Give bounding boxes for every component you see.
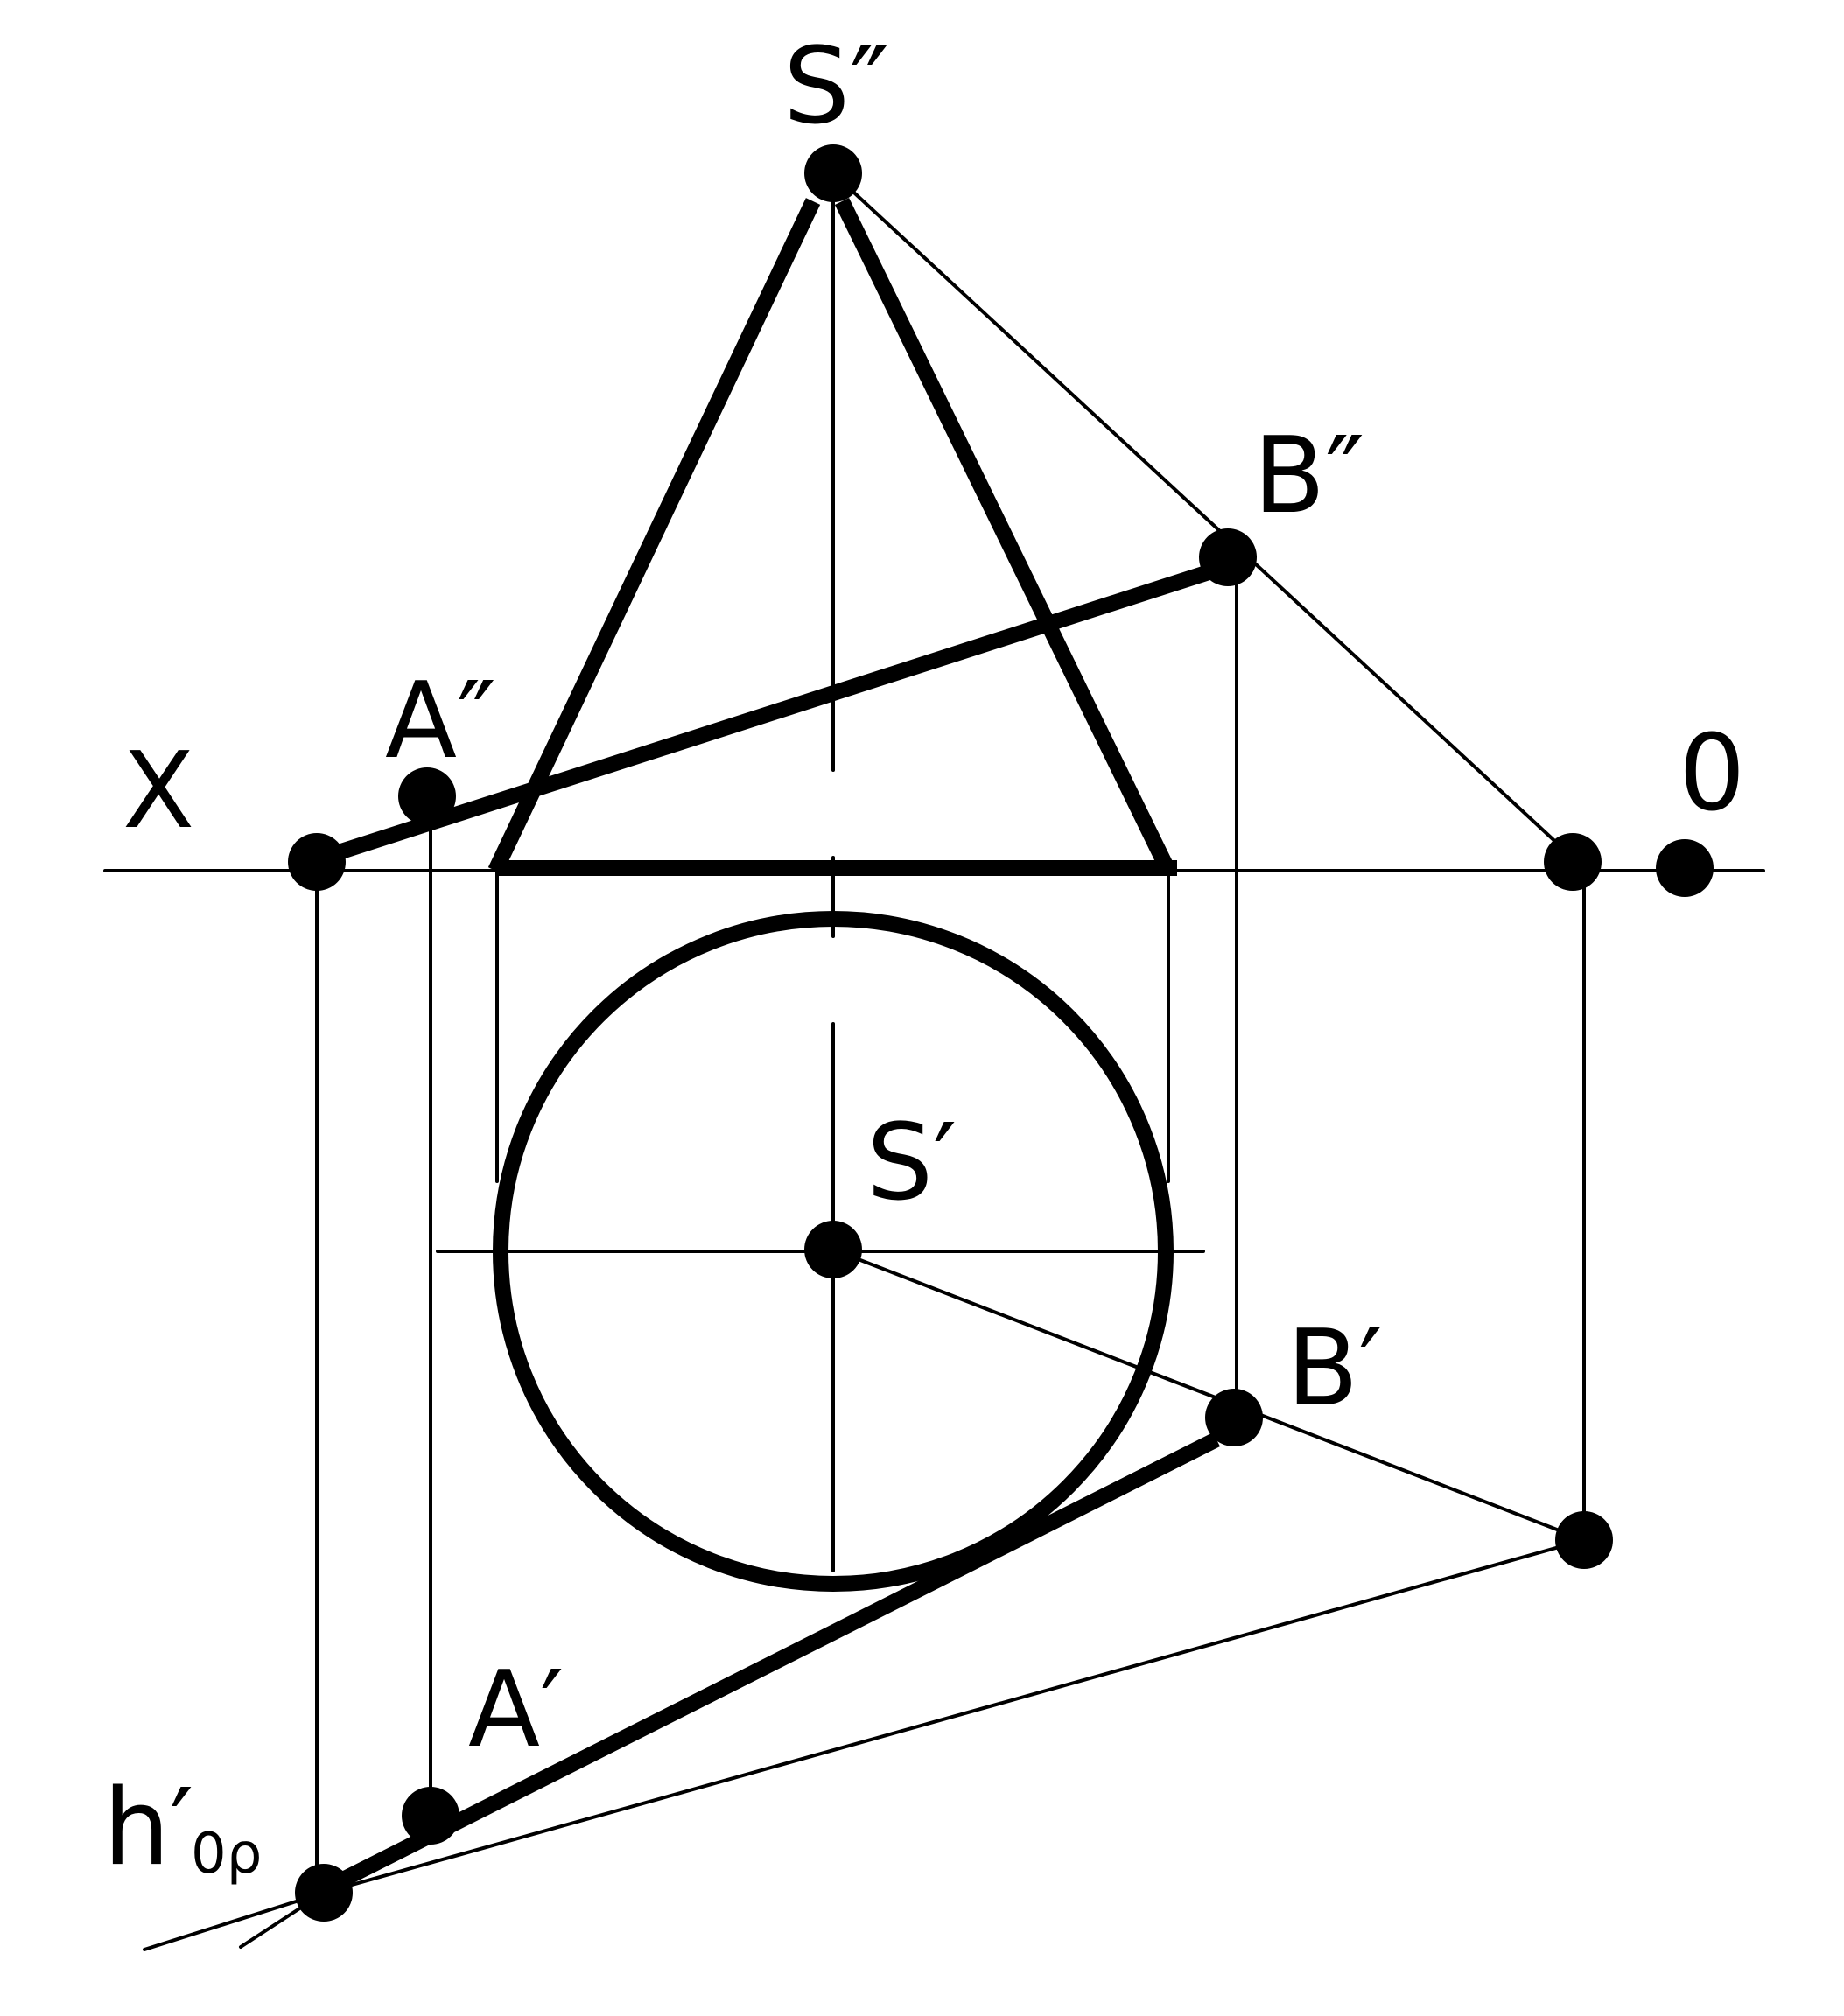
label-b-front: B″ bbox=[1253, 416, 1364, 537]
label-a-front: A″ bbox=[385, 661, 496, 782]
point-right-lower bbox=[1555, 1511, 1613, 1569]
line-ab-front bbox=[314, 558, 1231, 867]
cone-right-generatrix bbox=[834, 198, 1176, 874]
point-b-top bbox=[1205, 1389, 1263, 1446]
cone-base-circle bbox=[493, 911, 1174, 1592]
label-a-top: A′ bbox=[468, 1649, 564, 1771]
point-trace-top bbox=[295, 1864, 353, 1922]
point-b-front bbox=[1199, 528, 1257, 586]
main-outlines bbox=[312, 198, 1231, 1900]
point-s-top bbox=[804, 1221, 862, 1278]
construction-lines bbox=[103, 172, 1765, 1951]
label-s-front: S″ bbox=[783, 26, 889, 148]
label-x-axis: X bbox=[123, 731, 194, 852]
label-origin: 0 bbox=[1679, 713, 1745, 835]
label-b-top: B′ bbox=[1287, 1308, 1383, 1430]
label-s-top: S′ bbox=[866, 1102, 957, 1224]
trace-line-tail-1 bbox=[143, 1891, 326, 1951]
point-trace-front bbox=[288, 833, 346, 891]
line-ab-top bbox=[312, 1432, 1221, 1900]
point-plane-on-axis bbox=[1544, 833, 1602, 891]
cone-left-generatrix bbox=[487, 198, 821, 874]
trace-line-lower bbox=[322, 1538, 1586, 1894]
s-front-to-plane-trace bbox=[831, 172, 1574, 859]
label-h-trace: h′ bbox=[103, 1768, 193, 1889]
label-h-trace-subscript: 0ρ bbox=[191, 1822, 262, 1886]
point-a-top bbox=[402, 1787, 459, 1844]
point-a-front bbox=[398, 767, 456, 825]
s-top-to-trace-point bbox=[831, 1248, 1586, 1542]
points bbox=[288, 144, 1714, 1922]
point-s-front bbox=[804, 144, 862, 202]
point-origin bbox=[1656, 839, 1714, 897]
